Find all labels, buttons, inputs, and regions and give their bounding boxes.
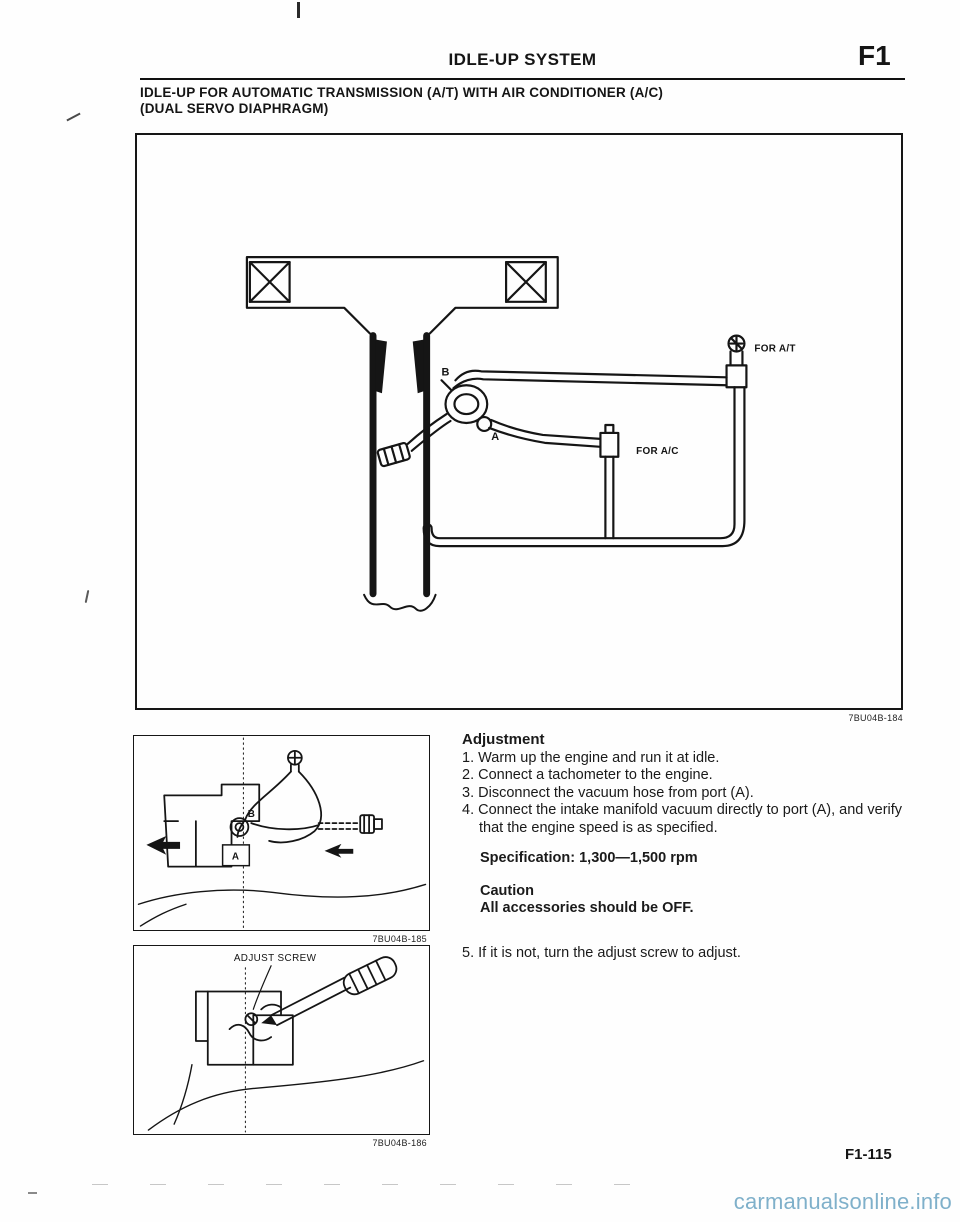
adjustment-instructions: Adjustment 1. Warm up the engine and run… (462, 731, 924, 962)
idle-up-system-diagram: B A FOR A/T FOR A/C (245, 256, 795, 612)
body-line (173, 1064, 193, 1125)
adjustment-heading: Adjustment (462, 731, 545, 748)
section-title-line2: (DUAL SERVO DIAPHRAGM) (140, 101, 329, 116)
vacuum-hose-valve (406, 412, 452, 452)
screwdriver (261, 956, 398, 1027)
adjustment-step-4: 4. Connect the intake manifold vacuum di… (462, 802, 903, 836)
scan-artifact (84, 589, 90, 604)
leader-line (252, 965, 272, 1010)
throttle-body (245, 256, 559, 612)
check-valve (376, 441, 411, 468)
figure-ref: 7BU04B-184 (848, 713, 903, 723)
vacuum-hose-at (452, 369, 728, 390)
page-header-title: IDLE-UP SYSTEM (448, 50, 597, 69)
vacuum-hose-return (422, 386, 746, 548)
servo-diaphragm (440, 379, 493, 433)
adjust-screw-diagram: ADJUST SCREW (147, 953, 425, 1133)
arrow-icon (146, 835, 181, 855)
port-label-b: B (442, 366, 450, 378)
header-divider (140, 78, 905, 80)
vacuum-hoses (228, 1003, 282, 1042)
adjustment-step-1: 1. Warm up the engine and run it at idle… (462, 749, 720, 766)
vacuum-fitting-ac (599, 423, 620, 540)
label-for-ac: FOR A/C (636, 446, 679, 457)
figure-hose-routing: A B (133, 735, 430, 931)
page-header-code: F1 (858, 40, 891, 71)
body-line (137, 883, 427, 905)
scan-artifact (92, 1184, 672, 1185)
body-line (139, 903, 187, 927)
vacuum-plug (359, 814, 383, 834)
vacuum-fitting-at (725, 334, 748, 389)
adjustment-step-5: 5. If it is not, turn the adjust screw t… (462, 944, 741, 961)
page-number: F1-115 (845, 1146, 892, 1163)
label-for-at: FOR A/T (754, 343, 795, 354)
adjustment-step-2: 2. Connect a tachometer to the engine. (462, 767, 713, 783)
engine-block (163, 783, 261, 868)
port-label-a: A (232, 852, 239, 863)
vacuum-hose-ac (488, 418, 602, 448)
watermark: carmanualsonline.info (733, 1189, 952, 1214)
scan-artifact (66, 112, 81, 122)
engine-block (195, 990, 294, 1066)
vacuum-hoses (236, 770, 322, 844)
port-a (476, 415, 493, 433)
section-title: IDLE-UP FOR AUTOMATIC TRANSMISSION (A/T)… (140, 85, 663, 117)
caution-heading: Caution (480, 882, 534, 899)
figure-ref: 7BU04B-186 (372, 1138, 427, 1148)
caution-text: All accessories should be OFF. (480, 900, 694, 916)
hose-routing-diagram: A B (137, 737, 427, 929)
bolt-fitting (287, 749, 303, 773)
port-label-b: B (248, 809, 255, 820)
port-label-a: A (491, 431, 499, 443)
adjust-screw-label: ADJUST SCREW (234, 953, 317, 964)
body-line (147, 1060, 425, 1131)
section-title-line1: IDLE-UP FOR AUTOMATIC TRANSMISSION (A/T)… (140, 85, 664, 100)
figure-adjust-screw: ADJUST SCREW (133, 945, 430, 1135)
specification: Specification: 1,300—1,500 rpm (480, 850, 698, 866)
adjust-screw (244, 1012, 259, 1027)
port-a-box (221, 844, 251, 867)
scan-artifact (297, 2, 300, 18)
figure-main-diagram: B A FOR A/T FOR A/C (135, 133, 903, 710)
figure-ref: 7BU04B-185 (372, 934, 427, 944)
adjustment-step-3: 3. Disconnect the vacuum hose from port … (462, 784, 754, 801)
disconnected-hose (317, 822, 362, 830)
servo-diaphragm (229, 817, 250, 837)
scan-artifact (28, 1192, 37, 1194)
arrow-icon (324, 843, 354, 858)
